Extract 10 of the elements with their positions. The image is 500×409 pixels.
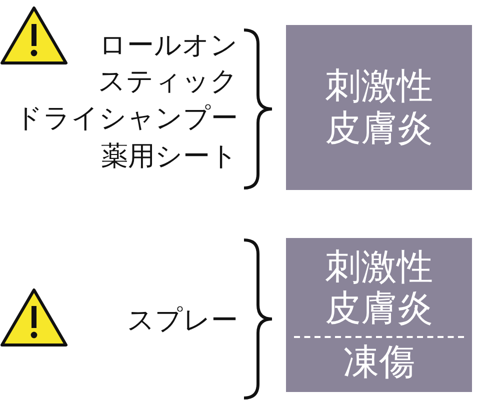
box-text: 刺激性皮膚炎 (324, 66, 434, 149)
box-text: 刺激性皮膚炎 (324, 246, 434, 330)
product-label: スティック (98, 68, 238, 95)
category-box (286, 25, 472, 190)
product-label: 薬用シート (101, 143, 238, 170)
product-label: ロールオン (99, 32, 238, 59)
category-box (286, 238, 472, 392)
product-label: スプレー (127, 307, 238, 334)
box-text: 凍傷 (342, 342, 416, 384)
product-label: ドライシャンプー (15, 105, 238, 132)
